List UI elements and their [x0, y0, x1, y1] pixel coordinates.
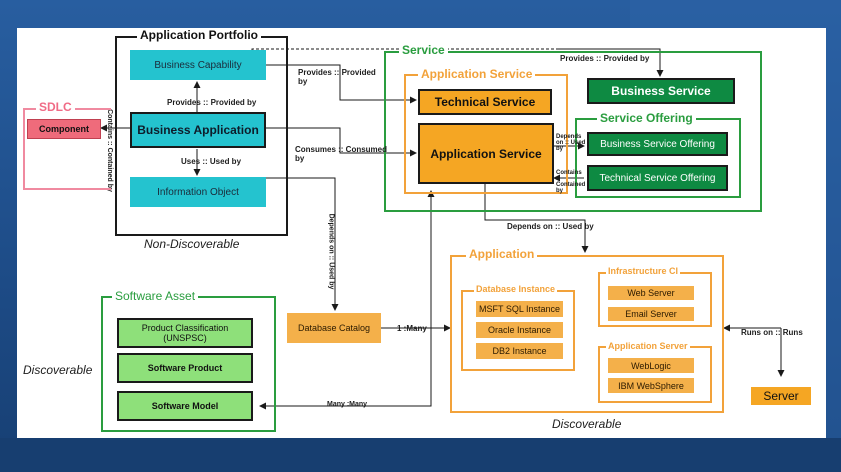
label-service-provided-by: Provides :: Provided by — [560, 54, 650, 63]
product-classification-node[interactable]: Product Classification (UNSPSC) — [117, 318, 253, 348]
application-service-title: Application Service — [418, 67, 536, 81]
software-model-node[interactable]: Software Model — [117, 391, 253, 421]
infrastructure-ci-title: Infrastructure CI — [606, 266, 681, 276]
application-frame — [450, 255, 724, 413]
edge-provides-technical — [266, 64, 417, 104]
label-one-many: 1 :Many — [397, 324, 427, 333]
software-product-node[interactable]: Software Product — [117, 353, 253, 383]
server-node[interactable]: Server — [751, 387, 811, 405]
db2-instance-node[interactable]: DB2 Instance — [476, 343, 563, 359]
msft-sql-instance-node[interactable]: MSFT SQL Instance — [476, 301, 563, 317]
ibm-websphere-node[interactable]: IBM WebSphere — [608, 378, 694, 393]
sdlc-title: SDLC — [36, 100, 75, 114]
diagram-canvas: Application Portfolio Business Capabilit… — [17, 28, 826, 438]
label-runs-on-runs: Runs on :: Runs — [741, 328, 803, 337]
background-bottom-band — [0, 438, 841, 472]
business-service-offering-node[interactable]: Business Service Offering — [587, 132, 728, 156]
business-service-node[interactable]: Business Service — [587, 78, 735, 104]
edge-many-many — [259, 328, 432, 410]
web-server-node[interactable]: Web Server — [608, 286, 694, 300]
edge-depends-db-catalog — [266, 177, 339, 311]
label-depends-on-used-by-vertical: Depends on :: Used by — [327, 213, 335, 290]
application-server-title: Application Server — [606, 341, 690, 351]
component-node[interactable]: Component — [27, 119, 101, 139]
edge-depends-application — [484, 184, 589, 253]
edge-consumes — [266, 127, 417, 157]
technical-service-offering-node[interactable]: Technical Service Offering — [587, 165, 728, 191]
label-many-many: Many :Many — [327, 401, 368, 408]
label-depends-on-used-by-so: Depends on :: Used by — [556, 134, 586, 152]
application-title: Application — [466, 247, 538, 261]
database-instance-title: Database Instance — [474, 284, 558, 294]
label-uses-used-by: Uses :: Used by — [181, 157, 242, 166]
business-application-node[interactable]: Business Application — [130, 112, 266, 148]
application-portfolio-title: Application Portfolio — [137, 28, 261, 42]
service-offering-title: Service Offering — [597, 111, 696, 125]
oracle-instance-node[interactable]: Oracle Instance — [476, 322, 563, 338]
weblogic-node[interactable]: WebLogic — [608, 358, 694, 373]
connector-lines — [100, 48, 785, 410]
label-contains-contained-by-so: Contains :: Contained by — [556, 170, 586, 194]
technical-service-node[interactable]: Technical Service — [418, 89, 552, 115]
label-consumes-consumed-by: Consumes :: Consumed by — [295, 145, 388, 163]
label-depends-on-used-by: Depends on :: Used by — [507, 222, 594, 231]
service-title: Service — [399, 43, 448, 57]
database-catalog-node[interactable]: Database Catalog — [287, 313, 381, 343]
information-object-node[interactable]: Information Object — [130, 177, 266, 207]
discoverable-bottom-label: Discoverable — [552, 417, 622, 431]
email-server-node[interactable]: Email Server — [608, 307, 694, 321]
non-discoverable-label: Non-Discoverable — [144, 237, 240, 251]
discoverable-left-label: Discoverable — [23, 363, 93, 377]
label-provides-provided-by-ap: Provides :: Provided by — [298, 68, 376, 86]
software-asset-title: Software Asset — [112, 289, 199, 303]
application-service-node[interactable]: Application Service — [418, 123, 554, 184]
application-server-frame — [598, 346, 712, 403]
label-provides-provided-by: Provides :: Provided by — [167, 98, 257, 107]
business-capability-node[interactable]: Business Capability — [130, 50, 266, 80]
edge-service-to-business-service — [559, 48, 664, 77]
service-frame — [384, 51, 762, 212]
